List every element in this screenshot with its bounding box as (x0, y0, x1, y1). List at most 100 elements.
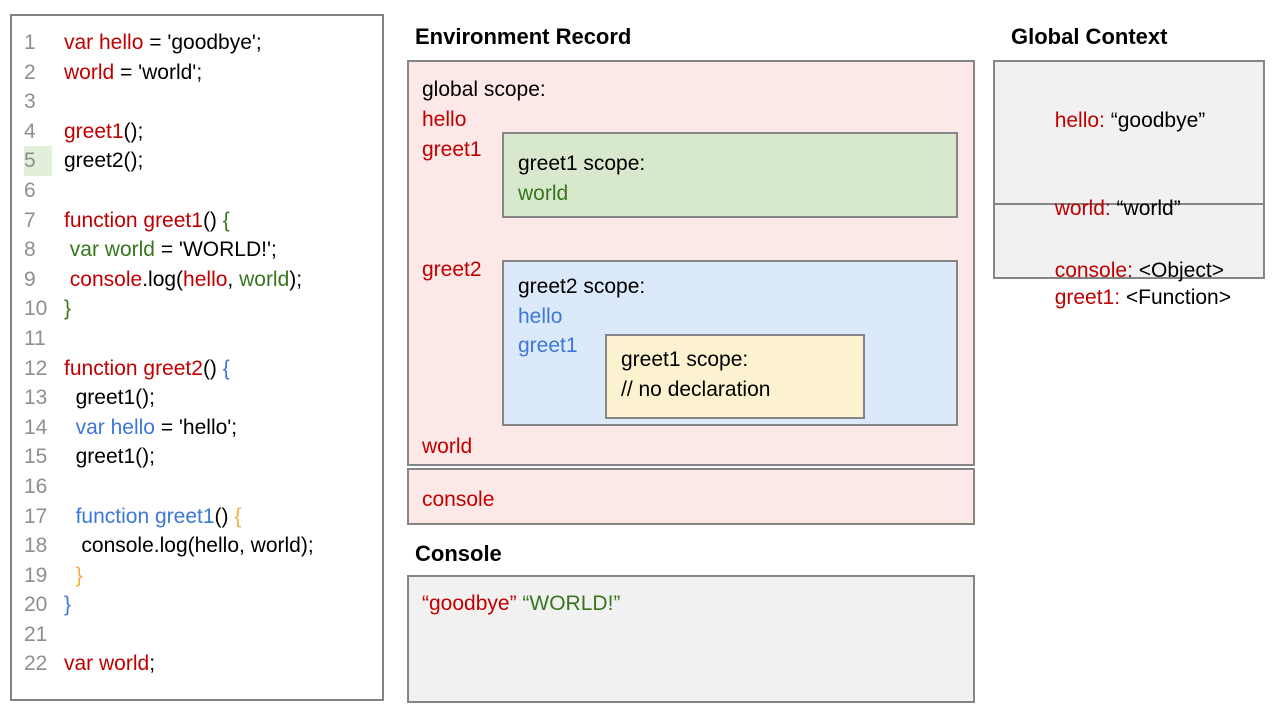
token: world (64, 60, 115, 84)
token: , (227, 267, 240, 291)
code-text: console.log(hello, world); (64, 531, 314, 561)
greet1-scope-box: greet1 scope: world (502, 132, 958, 218)
global-scope-box: global scope: hello greet1 greet2 world … (407, 60, 975, 466)
line-number: 12 (24, 356, 48, 380)
gc-entry-world: world: “world” (1008, 165, 1263, 254)
token: ); (289, 267, 303, 291)
token: = 'WORLD!'; (155, 238, 277, 262)
line-number: 15 (24, 445, 48, 469)
code-line[interactable]: 16 (12, 472, 382, 502)
gc-key: hello: (1054, 108, 1105, 132)
token: greet1(); (75, 445, 155, 469)
env-var-greet1: greet1 (422, 138, 482, 161)
code-line[interactable]: 11 (12, 324, 382, 354)
line-number: 8 (24, 238, 36, 262)
token: var world (64, 652, 150, 676)
environment-record-title: Environment Record (415, 24, 632, 49)
global-context-variables-section: hello: “goodbye” world: “world” greet1: … (995, 62, 1263, 309)
line-number: 7 (24, 208, 36, 232)
greet1-scope-label: greet1 scope: (518, 152, 646, 175)
token: greet1(); (75, 386, 155, 410)
env-var-world: world (422, 435, 473, 458)
line-number: 4 (24, 119, 36, 143)
console-output-box: “goodbye” “WORLD!” (407, 575, 975, 703)
token: } (75, 563, 83, 587)
code-line[interactable]: 3 (12, 87, 382, 117)
token: = 'world'; (114, 60, 203, 84)
token: function greet1 (75, 504, 215, 528)
line-number: 2 (24, 60, 36, 84)
token: var hello (75, 415, 155, 439)
token: ; (149, 652, 156, 676)
code-text: var world = 'WORLD!'; (64, 235, 277, 265)
line-number: 13 (24, 386, 48, 410)
code-line[interactable]: 2 world = 'world'; (12, 58, 382, 88)
token: } (64, 297, 72, 321)
code-line[interactable]: 20} (12, 590, 382, 620)
code-line[interactable]: 10} (12, 294, 382, 324)
no-declaration-comment: // no declaration (621, 378, 771, 401)
line-number: 20 (24, 593, 48, 617)
code-text: } (64, 590, 71, 620)
code-line[interactable]: 21 (12, 620, 382, 650)
greet2-scope-box: greet2 scope: hello greet1 greet1 scope:… (502, 260, 958, 426)
code-line[interactable]: 6 (12, 176, 382, 206)
env-var-hello: hello (422, 108, 467, 131)
console-output: “goodbye” “WORLD!” (422, 592, 620, 616)
code-text: var world; (64, 649, 155, 679)
code-line[interactable]: 18 console.log(hello, world); (12, 531, 382, 561)
console-binding-box: console (407, 468, 975, 525)
line-number: 1 (24, 31, 36, 54)
code-line[interactable]: 8 var world = 'WORLD!'; (12, 235, 382, 265)
global-context-title: Global Context (1011, 24, 1168, 49)
token: console.log(hello, world); (81, 534, 314, 558)
token: greet1 (64, 119, 124, 143)
line-number: 10 (24, 297, 48, 321)
gc-key: greet1: (1054, 285, 1121, 309)
token: world (239, 267, 290, 291)
code-line[interactable]: 15 greet1(); (12, 442, 382, 472)
gc-key: console: (1054, 258, 1133, 282)
token: “goodbye” (422, 592, 517, 615)
token: } (64, 593, 72, 617)
line-number: 16 (24, 474, 48, 498)
code-line[interactable]: 12 function greet2() { (12, 354, 382, 384)
code-line[interactable]: 19} (12, 561, 382, 591)
gc-value: <Function> (1120, 285, 1231, 309)
token: = 'hello'; (154, 415, 238, 439)
inner-greet1-scope-box: greet1 scope: // no declaration (605, 334, 865, 419)
code-text: greet1(); (64, 442, 155, 472)
env-var-greet2: greet2 (422, 258, 482, 281)
gc-value: <Object> (1132, 258, 1224, 282)
inner-greet1-scope-label: greet1 scope: (621, 348, 749, 371)
token: { (222, 356, 230, 380)
gc-entry-hello: hello: “goodbye” (1008, 76, 1263, 165)
token: function greet2 (64, 356, 203, 380)
token: hello (183, 267, 228, 291)
code-text: console.log(hello, world); (64, 265, 302, 295)
line-number: 18 (24, 534, 48, 558)
token: function greet1 (64, 208, 203, 232)
env-var-console: console (422, 488, 495, 511)
code-text: function greet2() { (64, 354, 230, 384)
code-line[interactable]: 13 greet1(); (12, 383, 382, 413)
gc-value: “world” (1110, 197, 1181, 220)
token: console (69, 267, 143, 291)
gc-value: “goodbye” (1104, 108, 1206, 132)
code-text: world = 'world'; (64, 58, 202, 88)
line-number: 21 (24, 622, 48, 646)
gc-entry-greet1: greet1: <Function> (1008, 253, 1263, 342)
line-number: 11 (24, 326, 46, 350)
greet2-var-hello: hello (518, 305, 563, 328)
token: { (234, 504, 242, 528)
console-title: Console (415, 541, 502, 566)
